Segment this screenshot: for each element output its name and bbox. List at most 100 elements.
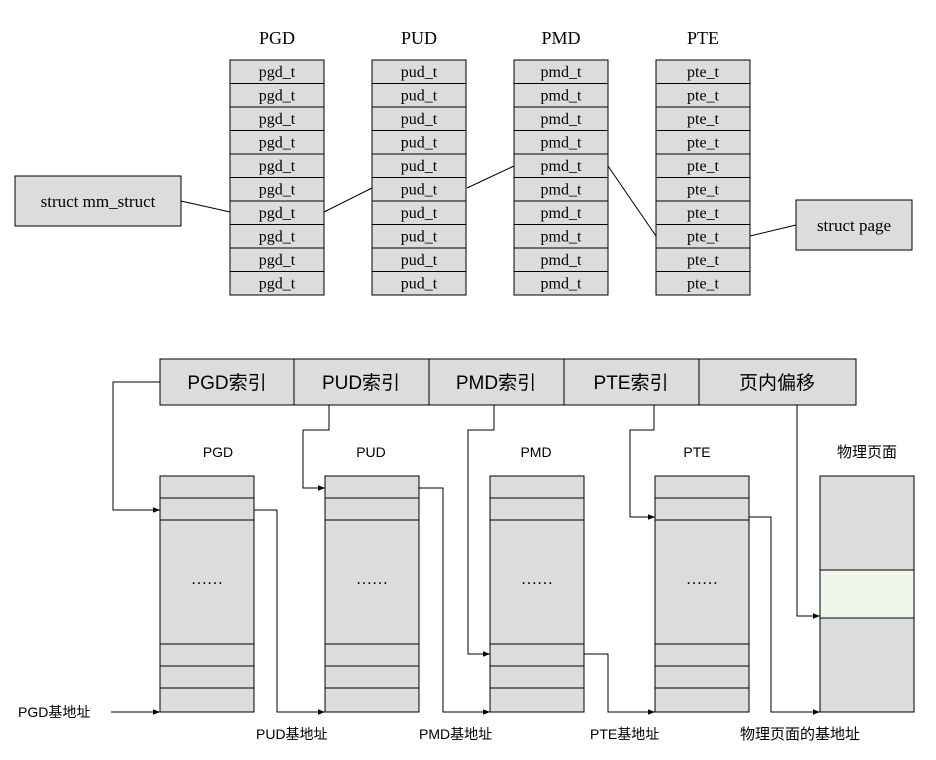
table-entry-label: pud_t bbox=[401, 252, 438, 269]
table-entry-label: pud_t bbox=[401, 205, 438, 222]
address-field-label: PUD索引 bbox=[322, 372, 400, 394]
top-tables: pgd_t pgd_t pgd_t pgd_t pgd_t pgd_t pgd_t pgd_t… bbox=[229, 59, 751, 296]
table-entry-label: pgd_t bbox=[259, 205, 296, 222]
table-entry-label: pgd_t bbox=[259, 276, 296, 293]
table-entry-label: pmd_t bbox=[541, 229, 582, 246]
bottom-diagram: PGD索引 PUD索引 PMD索引 PTE索引 页内偏移 PGD PUD PMD… bbox=[18, 358, 915, 743]
table-entry-label: pgd_t bbox=[259, 229, 296, 246]
address-field-pgd-index bbox=[159, 358, 295, 406]
table-entry-label: pud_t bbox=[401, 64, 438, 81]
bottom-tables: …… …… …… …… bbox=[159, 475, 750, 713]
table-ellipsis: …… bbox=[356, 571, 388, 588]
table-entry-label: pgd_t bbox=[259, 135, 296, 152]
table-entry-label: pgd_t bbox=[259, 158, 296, 175]
table-entry-label: pgd_t bbox=[259, 64, 296, 81]
struct-page-label: struct page bbox=[817, 216, 891, 235]
pte-base-arrow bbox=[584, 653, 655, 715]
address-field-pmd-index bbox=[428, 358, 565, 406]
pmd-base-label: PMD基地址 bbox=[419, 726, 492, 742]
struct-page-box bbox=[795, 199, 913, 251]
table-entry-label: pmd_t bbox=[541, 135, 582, 152]
pgd-base-label: PGD基地址 bbox=[18, 704, 90, 720]
address-field-label: 页内偏移 bbox=[739, 372, 815, 394]
pmd-base-arrow bbox=[419, 487, 490, 715]
page-table-box bbox=[324, 475, 420, 713]
table-entry-label: pte_t bbox=[687, 252, 720, 269]
link-mm-to-pgd bbox=[180, 200, 231, 213]
table-entry-label: pud_t bbox=[401, 229, 438, 246]
link-pgd-to-pud bbox=[323, 187, 373, 213]
table-entry-label: pud_t bbox=[401, 135, 438, 152]
pgd-index-arrow bbox=[112, 381, 160, 513]
pud-base-label: PUD基地址 bbox=[256, 726, 328, 742]
table-entry-label: pte_t bbox=[687, 135, 720, 152]
table-entry-cell bbox=[229, 271, 325, 296]
address-field-page-offset bbox=[698, 358, 857, 406]
table-entry-label: pmd_t bbox=[541, 158, 582, 175]
table-entry-label: pte_t bbox=[687, 276, 720, 293]
table-entry-label: pte_t bbox=[687, 158, 720, 175]
table-entry-label: pte_t bbox=[687, 182, 720, 199]
pte-base-label: PTE基地址 bbox=[590, 726, 659, 742]
top-table-title-pte: PTE bbox=[687, 28, 719, 48]
physical-base-label: 物理页面的基地址 bbox=[740, 726, 860, 743]
table-entry-label: pte_t bbox=[687, 205, 720, 222]
table-entry-label: pte_t bbox=[687, 111, 720, 128]
top-diagram: PGD PUD PMD PTE pgd_tpgd_tpgd_tpgd_tpgd_… bbox=[14, 28, 913, 296]
table-entry-label: pmd_t bbox=[541, 182, 582, 199]
table-entry-label: pgd_t bbox=[259, 111, 296, 128]
pud-base-arrow bbox=[254, 509, 325, 715]
table-entry-cell bbox=[655, 271, 751, 296]
physical-base-arrow bbox=[749, 516, 820, 715]
table-entry-label: pud_t bbox=[401, 276, 438, 293]
page-table-box bbox=[489, 475, 585, 713]
table-entry-label: pte_t bbox=[687, 88, 720, 105]
pmd-index-arrow bbox=[467, 405, 495, 657]
table-entry-label: pud_t bbox=[401, 111, 438, 128]
address-field-label: PTE索引 bbox=[594, 372, 669, 394]
table-entry-label: pud_t bbox=[401, 182, 438, 199]
page-table-box bbox=[159, 475, 255, 713]
table-entry-label: pgd_t bbox=[259, 182, 296, 199]
table-entry-label: pte_t bbox=[687, 229, 720, 246]
bottom-table-title-pmd: PMD bbox=[520, 444, 551, 460]
table-entry-label: pmd_t bbox=[541, 252, 582, 269]
bottom-table-title-pud: PUD bbox=[356, 444, 386, 460]
table-entry-cell bbox=[513, 271, 609, 296]
link-pmd-to-pte bbox=[607, 165, 657, 237]
table-ellipsis: …… bbox=[191, 571, 223, 588]
mm-struct-label: struct mm_struct bbox=[41, 192, 156, 211]
top-table-title-pmd: PMD bbox=[541, 28, 580, 48]
link-pte-to-page bbox=[749, 224, 797, 237]
physical-page-target-cell bbox=[819, 569, 915, 619]
pud-index-arrow bbox=[302, 405, 330, 491]
address-field-label: PMD索引 bbox=[456, 372, 536, 394]
link-pud-to-pmd bbox=[466, 165, 515, 189]
table-entry-label: pmd_t bbox=[541, 111, 582, 128]
address-field-pte-index bbox=[563, 358, 700, 406]
top-table-title-pgd: PGD bbox=[259, 28, 295, 48]
table-ellipsis: …… bbox=[521, 571, 553, 588]
table-entry-label: pgd_t bbox=[259, 252, 296, 269]
mm-struct-box bbox=[14, 175, 182, 227]
pte-index-arrow bbox=[629, 405, 655, 520]
table-entry-label: pmd_t bbox=[541, 276, 582, 293]
top-table-title-pud: PUD bbox=[401, 28, 437, 48]
table-ellipsis: …… bbox=[686, 571, 718, 588]
physical-page-title: 物理页面 bbox=[837, 444, 897, 461]
table-entry-label: pmd_t bbox=[541, 88, 582, 105]
table-entry-label: pud_t bbox=[401, 88, 438, 105]
page-table-box bbox=[654, 475, 750, 713]
table-entry-label: pmd_t bbox=[541, 205, 582, 222]
table-entry-label: pud_t bbox=[401, 158, 438, 175]
table-entry-label: pgd_t bbox=[259, 88, 296, 105]
offset-arrow bbox=[796, 405, 820, 619]
bottom-table-title-pte: PTE bbox=[683, 444, 710, 460]
table-entry-label: pmd_t bbox=[541, 64, 582, 81]
address-field-pud-index bbox=[293, 358, 430, 406]
address-field-label: PGD索引 bbox=[187, 372, 266, 394]
bottom-table-title-pgd: PGD bbox=[203, 444, 233, 460]
table-entry-cell bbox=[371, 271, 467, 296]
table-entry-label: pte_t bbox=[687, 64, 720, 81]
